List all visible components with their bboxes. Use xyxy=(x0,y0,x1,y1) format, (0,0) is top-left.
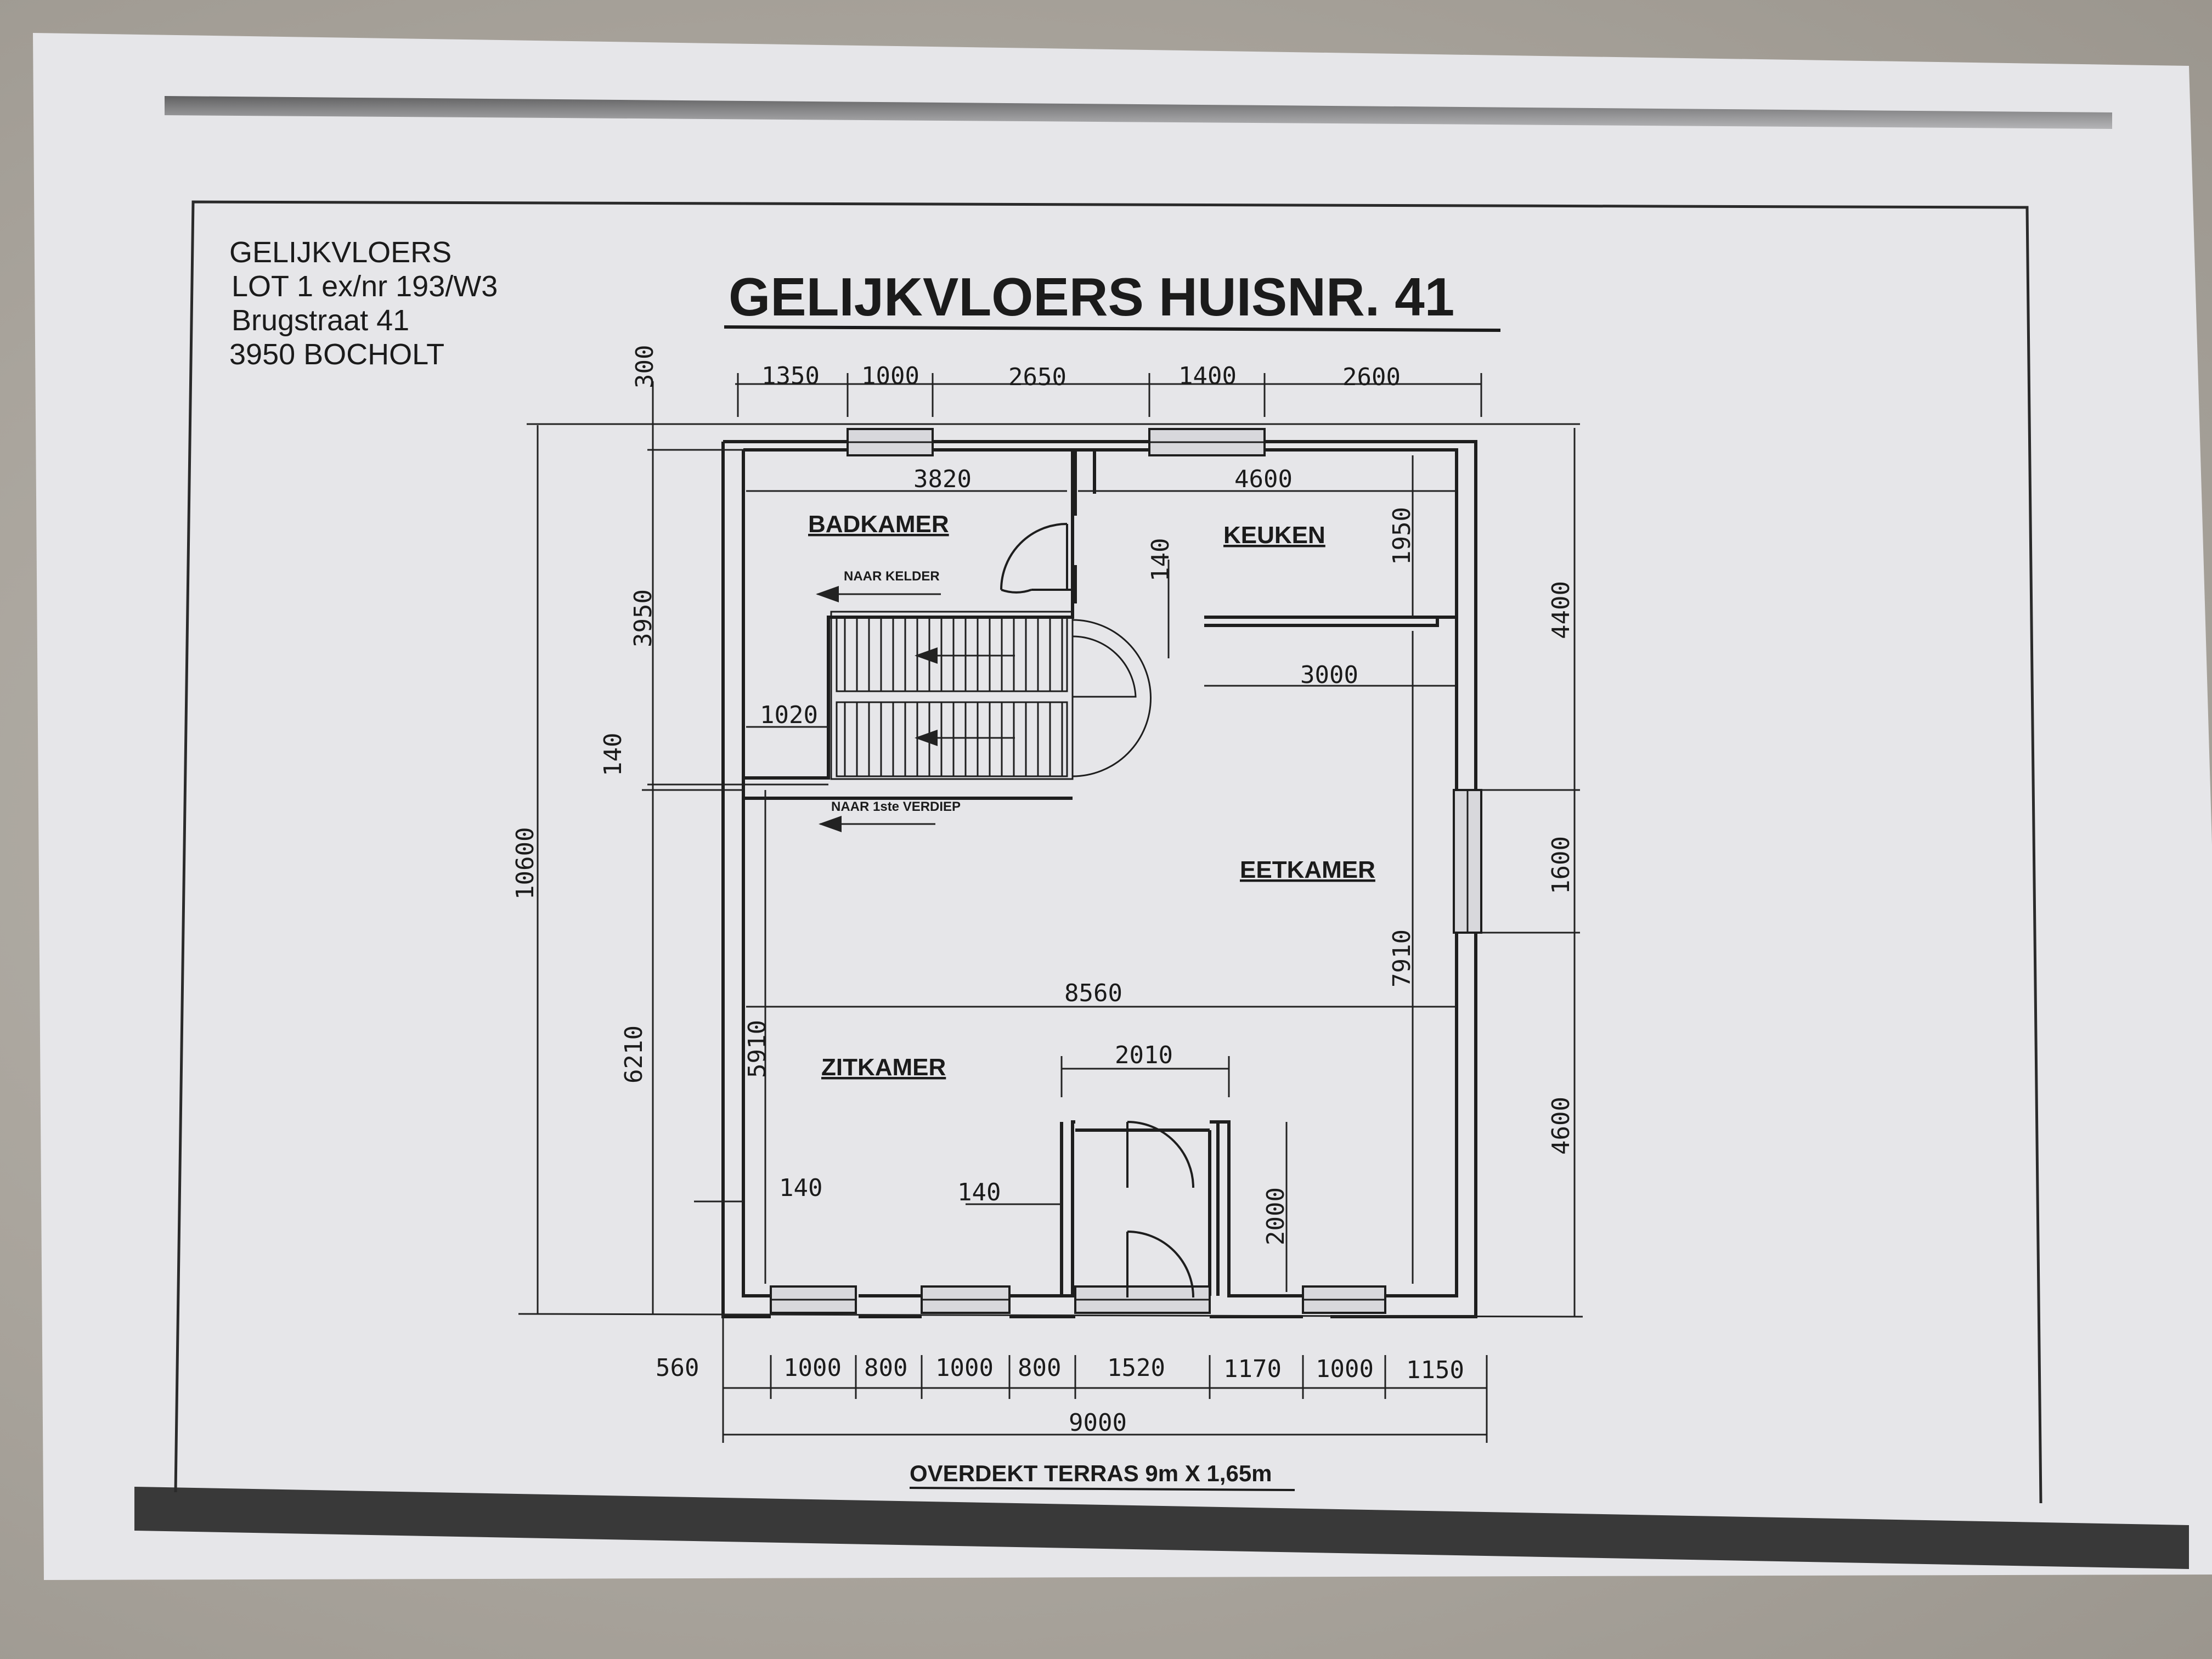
dim-keuken-width: 4600 xyxy=(1234,465,1293,493)
header-info: GELIJKVLOERS LOT 1 ex/nr 193/W3 Brugstra… xyxy=(229,236,498,371)
dim-stair-width: 1020 xyxy=(760,701,818,729)
door-wc-bottom xyxy=(1126,1231,1194,1298)
dim-wall-wc: 140 xyxy=(957,1178,1001,1206)
dim-left-upper: 3950 xyxy=(629,589,657,647)
dimension-labels: 1350 1000 2650 1400 2600 560 1000 800 10… xyxy=(511,345,1575,1437)
dim-bottom-2: 1000 xyxy=(783,1354,842,1382)
paper-sheet xyxy=(33,33,2212,1580)
dim-right-lower: 4600 xyxy=(1547,1097,1575,1155)
dim-top-4: 1400 xyxy=(1178,362,1237,390)
dim-wall-left: 140 xyxy=(779,1174,822,1202)
dim-bottom-7: 1170 xyxy=(1223,1355,1282,1383)
info-line-4: 3950 BOCHOLT xyxy=(229,338,444,371)
dim-keuken-wall: 140 xyxy=(1147,538,1175,582)
dim-wc-depth: 2000 xyxy=(1262,1187,1290,1245)
dim-top-2: 1000 xyxy=(861,362,919,390)
dim-bottom-5: 800 xyxy=(1018,1354,1061,1382)
dim-eetkamer-depth: 7910 xyxy=(1388,929,1416,988)
note-naar-kelder: NAAR KELDER xyxy=(844,569,940,584)
dim-left-lower: 6210 xyxy=(620,1025,648,1084)
dim-bottom-1: 560 xyxy=(656,1354,699,1382)
dim-left-top: 300 xyxy=(631,345,659,388)
dim-bottom-3: 800 xyxy=(864,1354,907,1382)
footer-underline xyxy=(909,1487,1295,1491)
info-line-3: Brugstraat 41 xyxy=(232,304,409,337)
dim-bottom-4: 1000 xyxy=(935,1354,994,1382)
dim-keuken-inner: 3000 xyxy=(1300,661,1358,689)
room-eetkamer: EETKAMER xyxy=(1240,856,1375,883)
dim-total-width: 9000 xyxy=(1069,1409,1127,1437)
dim-left-outer: 10600 xyxy=(511,827,539,900)
title-underline xyxy=(724,325,1501,332)
dim-bottom-8: 1000 xyxy=(1316,1355,1374,1383)
drawing-frame xyxy=(174,200,2042,1504)
door-wc-top xyxy=(1126,1121,1194,1188)
dim-keuken-depth: 1950 xyxy=(1388,507,1416,565)
info-line-2: LOT 1 ex/nr 193/W3 xyxy=(232,270,498,303)
paper-shadow-top xyxy=(165,96,2112,129)
dimension-lines xyxy=(518,373,1583,1443)
dim-badkamer-width: 3820 xyxy=(913,465,972,493)
dim-top-5: 2600 xyxy=(1342,363,1401,391)
footer-terras: OVERDEKT TERRAS 9m X 1,65m xyxy=(910,1460,1272,1486)
info-line-1: GELIJKVLOERS xyxy=(229,236,452,269)
plan-title: GELIJKVLOERS HUISNR. 41 xyxy=(729,267,1454,327)
doors xyxy=(1000,523,1194,1298)
paper-shadow-bottom xyxy=(134,1487,2189,1569)
staircase xyxy=(830,611,1152,780)
dim-right-mid: 1600 xyxy=(1547,836,1575,894)
dim-top-3: 2650 xyxy=(1008,363,1066,391)
dim-bottom-9: 1150 xyxy=(1406,1356,1464,1384)
dim-bottom-6: 1520 xyxy=(1107,1354,1165,1382)
room-keuken: KEUKEN xyxy=(1223,522,1325,549)
room-zitkamer: ZITKAMER xyxy=(821,1054,946,1081)
dim-right-upper: 4400 xyxy=(1547,581,1575,639)
note-naar-verdiep: NAAR 1ste VERDIEP xyxy=(831,799,961,814)
dim-wc-width: 2010 xyxy=(1115,1041,1173,1069)
room-badkamer: BADKAMER xyxy=(808,511,949,538)
dim-left-wall: 140 xyxy=(599,733,627,776)
dim-zitkamer-depth: 5910 xyxy=(743,1020,771,1078)
walls xyxy=(721,440,1477,1318)
dim-living-width: 8560 xyxy=(1064,979,1122,1007)
dim-top-1: 1350 xyxy=(761,362,820,390)
stair-treads xyxy=(844,617,1063,776)
